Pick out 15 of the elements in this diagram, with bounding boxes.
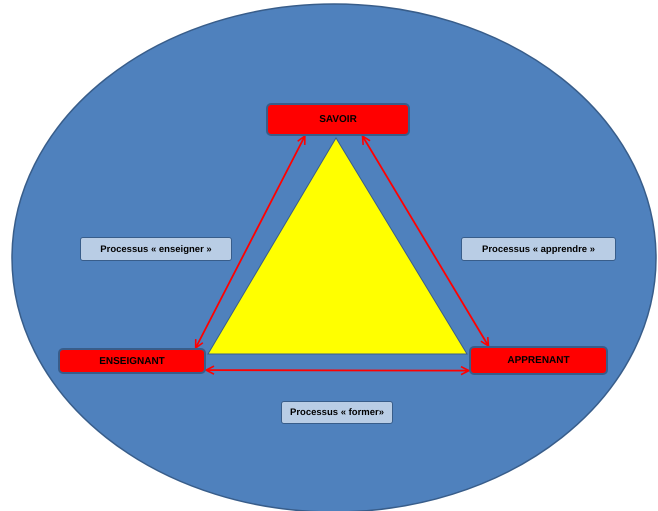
double-arrow — [205, 365, 470, 376]
node-text: SAVOIR — [319, 114, 357, 125]
process-label-box — [461, 237, 616, 261]
node-text: ENSEIGNANT — [99, 356, 165, 366]
double-arrow — [194, 135, 306, 349]
role-box — [469, 346, 608, 375]
node-text: Processus « apprendre » — [482, 244, 595, 254]
process-label-box — [80, 237, 232, 261]
node-text: APPRENANT — [507, 355, 570, 366]
double-arrow — [362, 135, 490, 347]
process-label-box — [281, 401, 393, 424]
node-text: Processus « former» — [290, 407, 384, 418]
role-box — [266, 103, 410, 136]
role-box — [58, 348, 206, 374]
node-text: Processus « enseigner » — [100, 244, 212, 254]
